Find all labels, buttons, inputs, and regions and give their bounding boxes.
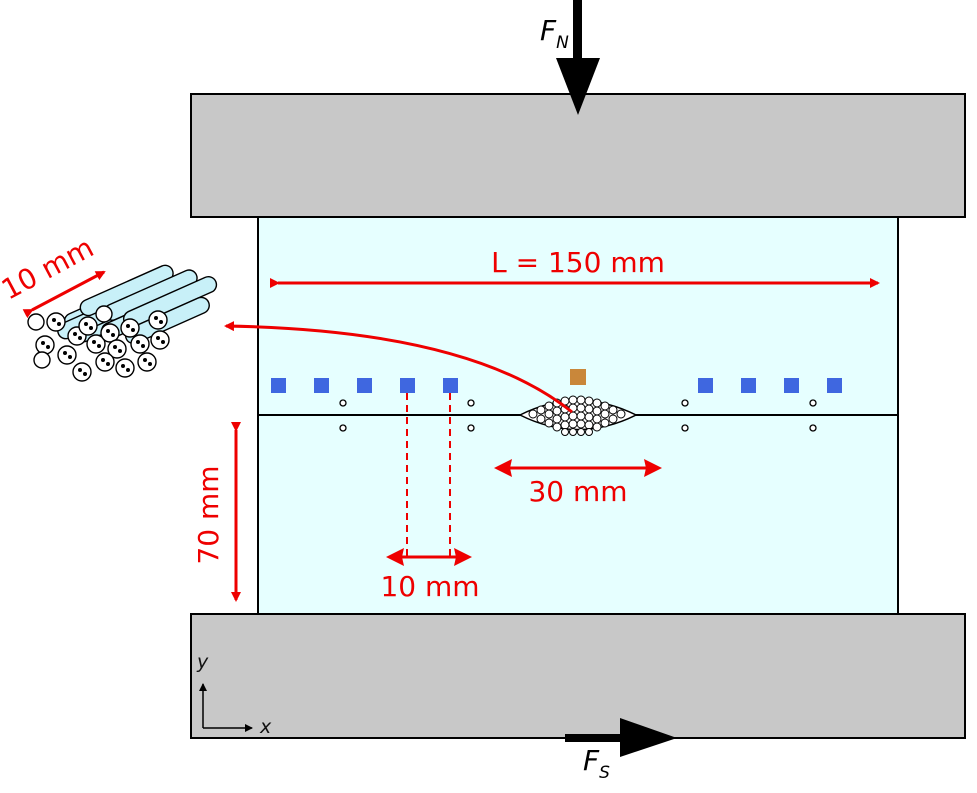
cluster-width-arrow — [494, 459, 662, 477]
gauge-point — [681, 424, 689, 432]
zoom-arrow — [224, 321, 573, 414]
x-axis-label: x — [259, 716, 272, 738]
gauge-point — [467, 399, 475, 407]
normal-force-arrow — [556, 0, 600, 115]
sensor-square — [741, 378, 756, 393]
shear-force-arrow — [565, 718, 677, 757]
sensor-row — [271, 378, 842, 393]
sensor-square — [443, 378, 458, 393]
fiber-bundle — [27, 264, 218, 382]
gauge-point — [339, 399, 347, 407]
gauge-points — [339, 399, 817, 432]
sensor-square — [271, 378, 286, 393]
coordinate-axes — [199, 683, 253, 732]
sensor-square — [698, 378, 713, 393]
gauge-point — [809, 399, 817, 407]
y-axis-label: y — [196, 651, 209, 673]
bottom-plate — [190, 613, 966, 739]
orange-marker — [570, 369, 586, 385]
gauge-point — [467, 424, 475, 432]
spacing-arrow — [386, 548, 472, 566]
spacing-label: 10 mm — [380, 570, 479, 603]
gauge-point — [681, 399, 689, 407]
gauge-point — [339, 424, 347, 432]
sensor-square — [400, 378, 415, 393]
gauge-point — [809, 424, 817, 432]
cluster-width-label: 30 mm — [528, 475, 627, 508]
height-label: 70 mm — [192, 465, 225, 564]
sensor-square — [827, 378, 842, 393]
normal-force-label: FN — [540, 14, 569, 53]
bundle-dimension-arrow — [22, 270, 106, 319]
bundle-label: 10 mm — [0, 231, 99, 307]
sensor-square — [357, 378, 372, 393]
shear-force-label: FS — [583, 744, 610, 783]
length-label: L = 150 mm — [491, 246, 665, 279]
sensor-square — [314, 378, 329, 393]
sensor-square — [784, 378, 799, 393]
